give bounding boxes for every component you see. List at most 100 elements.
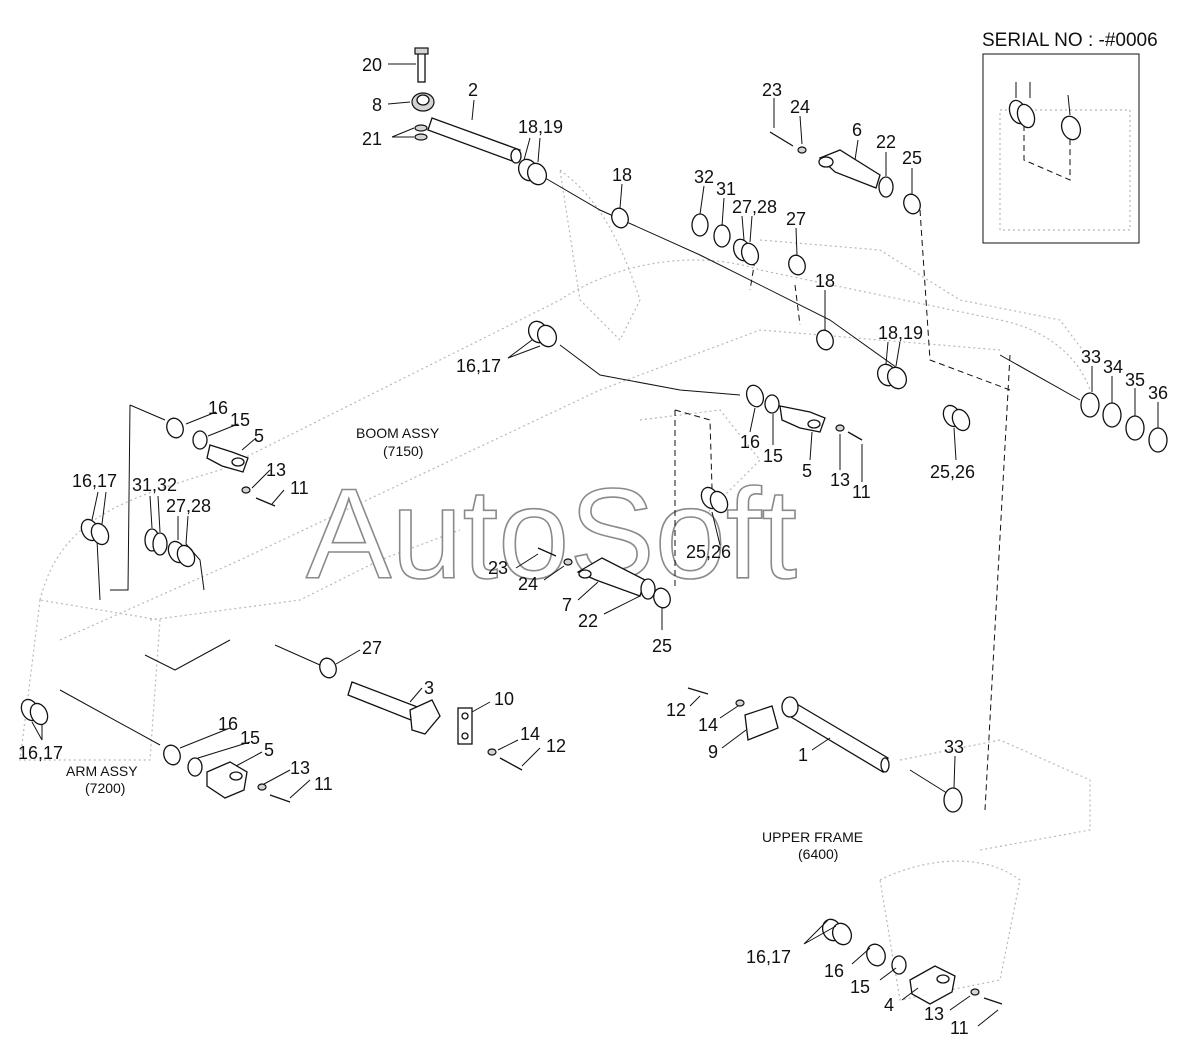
callout-label: 25 — [902, 148, 922, 168]
upper-frame-code: (6400) — [798, 846, 838, 862]
callout-label: 13 — [290, 758, 310, 778]
callout-label: 7 — [562, 595, 572, 615]
pin-6-assembly — [769, 131, 921, 215]
inset-bushing-29-30 — [1008, 99, 1036, 129]
pin-7-assembly — [537, 547, 671, 609]
callout-label: 27 — [362, 638, 382, 658]
callout-label: 14 — [520, 724, 540, 744]
washers-upper-middle — [611, 207, 908, 390]
callout-label: 13 — [830, 470, 850, 490]
callout-label: 3 — [424, 678, 434, 698]
callout-label: 34 — [1103, 357, 1123, 377]
callout-label: 5 — [254, 426, 264, 446]
callout-leaders — [31, 63, 1159, 1027]
callout-label: 8 — [372, 95, 382, 115]
bushing-25-26-middle — [700, 486, 729, 514]
callout-label: 27,28 — [166, 496, 211, 516]
callout-label: 10 — [494, 689, 514, 709]
callout-label: 9 — [708, 742, 718, 762]
pin-3 — [319, 657, 441, 735]
pin-1-assembly — [687, 687, 963, 813]
callout-label: 27 — [786, 209, 806, 229]
callout-label: 24 — [518, 574, 538, 594]
guide-lines — [59, 174, 1081, 811]
callout-label: 14 — [698, 715, 718, 735]
bushing-16-17-left — [80, 518, 110, 546]
pin-5-middle — [745, 384, 863, 441]
watermark-text: AutoSoft — [306, 463, 797, 606]
callout-label: 11 — [314, 774, 333, 794]
inset-washer-29 — [1060, 115, 1082, 141]
callout-label: 11 — [852, 482, 871, 502]
callout-label: 15 — [763, 446, 783, 466]
pin-5-left-lower — [163, 744, 291, 803]
callout-label: 31 — [716, 179, 736, 199]
bushing-16-17-upper — [527, 320, 558, 348]
boom-assy-code: (7150) — [383, 443, 423, 459]
callout-label: 23 — [762, 80, 782, 100]
pin-5-left-upper — [166, 417, 276, 507]
serial-inset: SERIAL NO : -#0006 — [982, 30, 1158, 244]
nuts-21 — [414, 124, 428, 141]
callout-label: 25 — [652, 636, 672, 656]
callout-label: 27,28 — [732, 197, 777, 217]
background-outlines — [19, 109, 1131, 1001]
callout-label: 1 — [798, 745, 808, 765]
lower-right-assembly — [821, 918, 1003, 1005]
callout-label: 32 — [694, 167, 714, 187]
callout-label: 31,32 — [132, 475, 177, 495]
callout-label: 5 — [802, 461, 812, 481]
pin-2 — [427, 117, 522, 164]
arm-assy-code: (7200) — [85, 780, 125, 796]
callout-label: 16 — [740, 432, 760, 452]
callout-label: 18,19 — [878, 323, 923, 343]
inset-frame — [982, 53, 1140, 244]
callout-label: 20 — [362, 55, 382, 75]
callout-label: 16 — [824, 961, 844, 981]
callout-label: 15 — [230, 410, 250, 430]
callout-label: 13 — [924, 1004, 944, 1024]
callout-label: 11 — [950, 1018, 969, 1038]
callout-label: 16,17 — [72, 471, 117, 491]
callout-label: 25,26 — [686, 542, 731, 562]
callout-label: 16,17 — [18, 743, 63, 763]
callout-label: 18,19 — [518, 117, 563, 137]
boom-assy-name: BOOM ASSY — [356, 425, 440, 441]
upper-frame-name: UPPER FRAME — [762, 829, 863, 845]
bushing-18-19-top — [517, 158, 548, 186]
plate-10 — [457, 707, 523, 771]
callout-label: 35 — [1125, 370, 1145, 390]
callout-label: 16 — [208, 398, 228, 418]
callout-label: 23 — [488, 558, 508, 578]
callout-label: 2 — [468, 80, 478, 100]
callout-label: 13 — [266, 460, 286, 480]
callout-label: 25,26 — [930, 462, 975, 482]
callout-label: 18 — [612, 165, 632, 185]
callout-label: 18 — [815, 271, 835, 291]
callout-label: 11 — [290, 478, 309, 498]
washers-33-36 — [1080, 392, 1168, 453]
callout-label: 12 — [666, 700, 686, 720]
callout-label: 6 — [852, 120, 862, 140]
callout-label: 15 — [850, 977, 870, 997]
callout-label: 4 — [884, 995, 894, 1015]
serial-number-label: SERIAL NO : -#0006 — [982, 30, 1158, 51]
callout-label: 33 — [1081, 347, 1101, 367]
callout-label: 16 — [218, 714, 238, 734]
callout-label: 16,17 — [456, 356, 501, 376]
callout-label: 21 — [362, 129, 382, 149]
bushing-25-26-right — [942, 404, 971, 432]
callout-label: 36 — [1148, 383, 1168, 403]
callout-label: 15 — [240, 728, 260, 748]
washers-31-32-27-28 — [144, 528, 196, 568]
collar-8 — [411, 92, 435, 112]
arm-assy-name: ARM ASSY — [66, 763, 138, 779]
bolt-20 — [414, 47, 429, 83]
callout-label: 33 — [944, 737, 964, 757]
callout-labels: 20 8 21 2 18,19 23 24 6 22 25 18 32 31 2… — [18, 55, 1168, 1038]
callout-label: 5 — [264, 740, 274, 760]
callout-label: 22 — [876, 132, 896, 152]
callout-label: 12 — [546, 736, 566, 756]
